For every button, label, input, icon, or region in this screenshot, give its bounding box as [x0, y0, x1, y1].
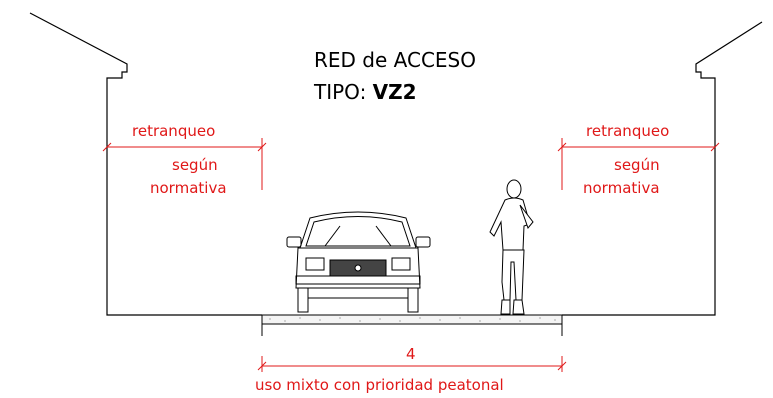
left-building — [29, 12, 262, 316]
left-setback-note-1: según — [172, 156, 218, 174]
street-usage-label: uso mixto con prioridad peatonal — [255, 376, 504, 394]
type-line: TIPO: VZ2 — [314, 82, 417, 102]
left-setback-dimension — [102, 138, 267, 190]
right-setback-label: retranqueo — [586, 122, 670, 140]
street-width-dimension — [257, 356, 567, 372]
car-icon — [286, 211, 431, 313]
type-prefix: TIPO: — [314, 80, 373, 104]
pedestrian-icon — [489, 179, 534, 315]
type-code: VZ2 — [372, 80, 417, 104]
left-setback-label: retranqueo — [132, 122, 216, 140]
right-building — [562, 21, 763, 316]
street-width-value: 4 — [406, 345, 416, 363]
title-line: RED de ACCESO — [314, 48, 476, 72]
pavement-slab — [261, 314, 563, 336]
right-setback-note-2: normativa — [583, 179, 660, 197]
right-setback-note-1: según — [614, 156, 660, 174]
right-setback-dimension — [557, 138, 720, 190]
left-setback-note-2: normativa — [150, 179, 227, 197]
